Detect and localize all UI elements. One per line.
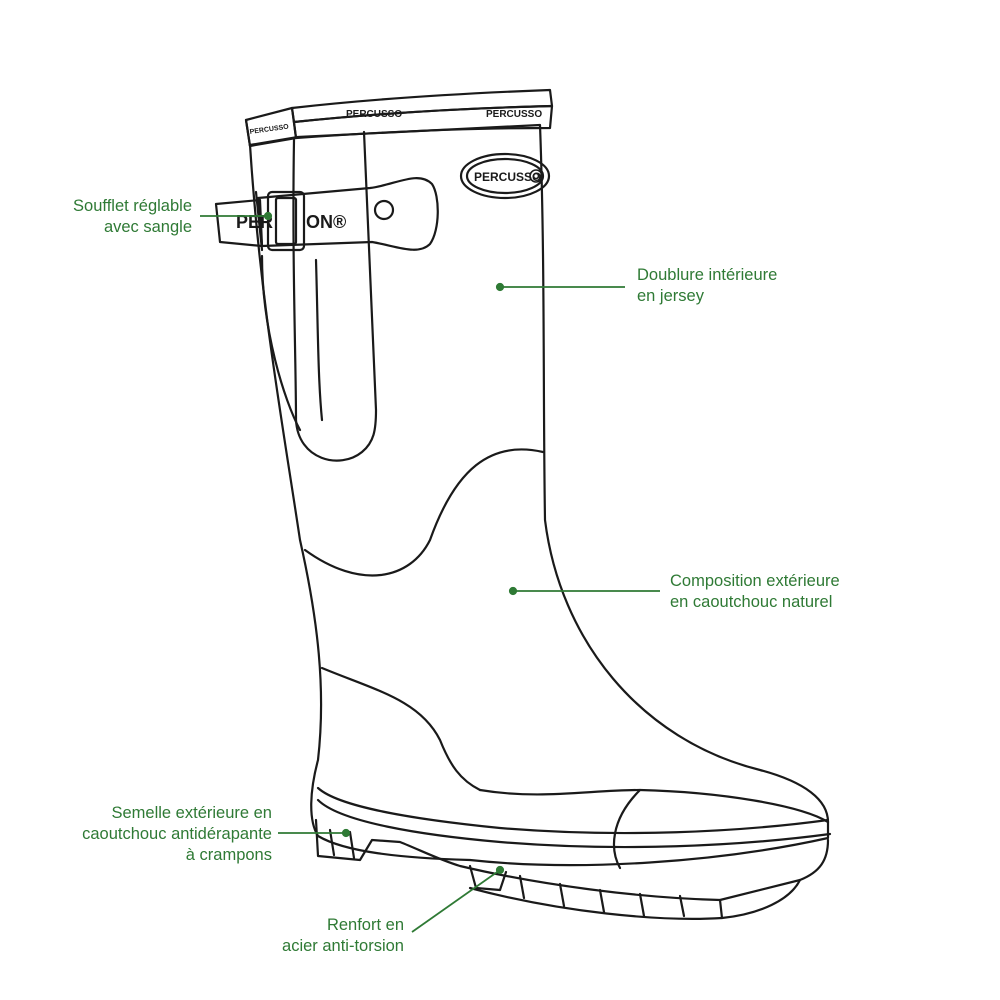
outer-label-line2: en caoutchouc naturel [670,593,833,611]
boot-outline [248,123,830,867]
outsole [314,786,832,920]
toe-cap [478,788,830,824]
outer-label-line1: Composition extérieure [670,572,840,590]
logo-badge [459,152,551,200]
sole-callout: Semelle extérieure en caoutchouc antidér… [82,803,272,866]
strap [214,177,439,252]
collar-brand-right: PERCUSSO [486,109,542,120]
gusset-panel [292,130,378,462]
outer-callout: Composition extérieure en caoutchouc nat… [670,571,840,613]
badge-brand: PERCUSSO [474,170,541,184]
gusset-label-line2: avec sangle [103,218,192,236]
target-ring-icon [529,169,543,183]
strap-brand-left: PER [236,212,273,232]
shank-label-line1: Renfort en [326,916,404,934]
collar-brand-small: PERCUSSO [249,124,289,136]
collar-brand-left: PERCUSSO [346,109,402,120]
shank-callout: Renfort en acier anti-torsion [282,915,404,957]
sole-label-line2: caoutchouc antidérapante [82,825,272,843]
lining-label-line2: en jersey [637,287,704,305]
shell-seam [320,666,482,792]
strap-brand-right: ON® [306,212,346,232]
shank-label-line2: acier anti-torsion [282,937,404,955]
gusset-callout: Soufflet réglable avec sangle [73,196,192,238]
collar-band [244,88,554,148]
lining-label-line1: Doublure intérieure [637,266,778,284]
shank-leader [411,869,501,933]
sole-label-line1: Semelle extérieure en [111,804,272,822]
sole-label-line3: à crampons [185,846,272,864]
gusset-label-line1: Soufflet réglable [73,197,192,215]
upper-seam [303,448,545,577]
gusset-inner [260,254,302,432]
lining-callout: Doublure intérieure en jersey [637,265,777,307]
